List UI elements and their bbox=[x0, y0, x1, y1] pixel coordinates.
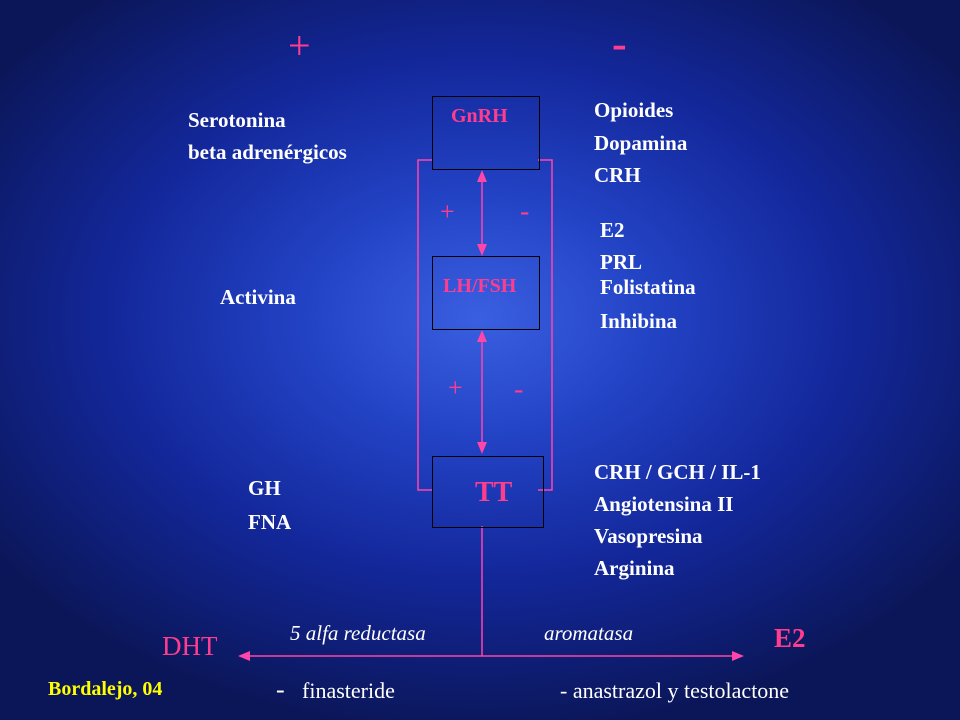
inhibina-label: Inhibina bbox=[600, 309, 678, 333]
lhfsh-minus-sign: - bbox=[514, 374, 524, 405]
vasopresina-label: Vasopresina bbox=[594, 524, 703, 548]
angiotensina-label: Angiotensina II bbox=[594, 492, 734, 516]
dopamina-label: Dopamina bbox=[594, 131, 688, 155]
finasteride-label: finasteride bbox=[302, 678, 395, 703]
arrowhead bbox=[477, 244, 487, 256]
aromatasa-label: aromatasa bbox=[544, 621, 634, 645]
activina-label: Activina bbox=[220, 285, 296, 309]
e2-product-label: E2 bbox=[774, 623, 806, 653]
prl-label: PRL bbox=[600, 250, 642, 274]
beta-adrenergicos-label: beta adrenérgicos bbox=[188, 140, 347, 164]
gnrh-box: GnRH bbox=[432, 96, 540, 170]
arrowhead bbox=[477, 442, 487, 454]
lhfsh-label: LH/FSH bbox=[443, 275, 517, 297]
crh-label: CRH bbox=[594, 163, 641, 187]
arrowhead bbox=[238, 651, 250, 661]
lhfsh-box: LH/FSH bbox=[432, 256, 540, 330]
crh-gch-il1-label: CRH / GCH / IL-1 bbox=[594, 460, 761, 484]
folistatina-label: Folistatina bbox=[600, 275, 696, 299]
gh-label: GH bbox=[248, 476, 281, 500]
arginina-label: Arginina bbox=[594, 556, 675, 580]
gnrh-label: GnRH bbox=[451, 105, 508, 127]
header-minus-sign: - bbox=[612, 19, 627, 68]
tt-label: TT bbox=[475, 477, 513, 508]
arrowhead bbox=[477, 170, 487, 182]
credit-label: Bordalejo, 04 bbox=[48, 678, 163, 700]
arrowhead bbox=[732, 651, 744, 661]
gnrh-plus-sign: + bbox=[440, 197, 455, 226]
e2-inhibitor-label: E2 bbox=[600, 218, 625, 242]
reductasa-label: 5 alfa reductasa bbox=[290, 621, 426, 645]
lhfsh-plus-sign: + bbox=[448, 373, 463, 402]
finasteride-dash: - bbox=[276, 675, 285, 704]
fna-label: FNA bbox=[248, 510, 292, 534]
serotonina-label: Serotonina bbox=[188, 108, 286, 132]
left-feedback-bracket bbox=[417, 159, 432, 491]
tt-box: TT bbox=[432, 456, 544, 528]
dht-label: DHT bbox=[162, 631, 218, 661]
anastrazol-label: - anastrazol y testolactone bbox=[560, 678, 790, 703]
gnrh-minus-sign: - bbox=[520, 196, 530, 227]
right-feedback-bracket bbox=[538, 159, 553, 491]
opioides-label: Opioides bbox=[594, 98, 674, 122]
arrowhead bbox=[477, 330, 487, 342]
header-plus-sign: + bbox=[288, 23, 311, 68]
